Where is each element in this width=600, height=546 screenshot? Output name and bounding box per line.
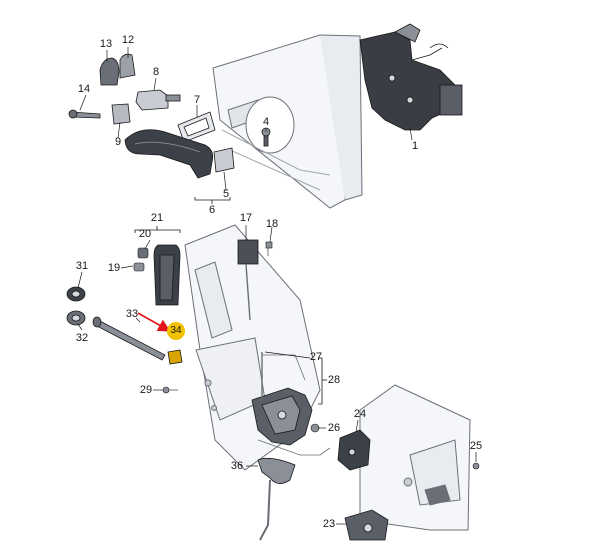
label-part-7: 7 (193, 94, 201, 106)
part-32-grommet (66, 310, 86, 326)
part-36-trim (257, 457, 296, 541)
part-1-upper-lock-bracket (359, 23, 463, 131)
label-part-14: 14 (77, 83, 91, 95)
bracket-part-21 (134, 226, 181, 233)
label-part-29: 29 (139, 384, 153, 396)
label-part-6: 6 (208, 204, 216, 216)
pointer-arrow (137, 312, 171, 332)
label-part-27: 27 (309, 351, 323, 363)
highlight-marker-part-34: 34 (167, 322, 185, 340)
label-part-20: 20 (138, 228, 152, 240)
part-24-bracket (337, 429, 371, 471)
part-23-striker (344, 509, 389, 541)
bracket-part-6 (194, 197, 231, 204)
label-part-28: 28 (327, 374, 341, 386)
label-part-26: 26 (327, 422, 341, 434)
leader-lines (77, 47, 477, 525)
label-part-23: 23 (322, 518, 336, 530)
label-part-4: 4 (262, 116, 270, 128)
label-part-33: 33 (125, 308, 139, 320)
label-part-9: 9 (114, 136, 122, 148)
part-28-lock-mechanism (251, 352, 331, 456)
label-part-8: 8 (152, 66, 160, 78)
label-part-34: 34 (170, 325, 182, 336)
label-part-13: 13 (99, 38, 113, 50)
label-part-24: 24 (353, 408, 367, 420)
part-21-interior-handle (153, 244, 181, 306)
label-part-32: 32 (75, 332, 89, 344)
label-part-21: 21 (150, 212, 164, 224)
label-part-19: 19 (107, 262, 121, 274)
part-29-screw (162, 386, 178, 394)
body-pillar-panel (359, 384, 471, 531)
part-31-grommet (66, 286, 86, 302)
label-part-5: 5 (222, 188, 230, 200)
label-part-31: 31 (75, 260, 89, 272)
upper-door-panel (212, 34, 363, 209)
part-33-rod (92, 316, 166, 361)
part-25-screw (472, 462, 480, 470)
part-17-handle-rod (237, 239, 259, 321)
label-part-12: 12 (121, 34, 135, 46)
label-part-36: 36 (230, 460, 244, 472)
part-34-clip (167, 349, 183, 365)
part-26-fastener (310, 423, 320, 433)
bracket-part-28 (318, 357, 327, 405)
label-part-18: 18 (265, 218, 279, 230)
label-part-1: 1 (411, 140, 419, 152)
part-18-screw (265, 241, 273, 256)
exterior-handle-assembly (68, 53, 271, 179)
label-part-17: 17 (239, 212, 253, 224)
label-part-25: 25 (469, 440, 483, 452)
part-20-clip (137, 247, 149, 259)
part-19-clip (133, 262, 145, 272)
